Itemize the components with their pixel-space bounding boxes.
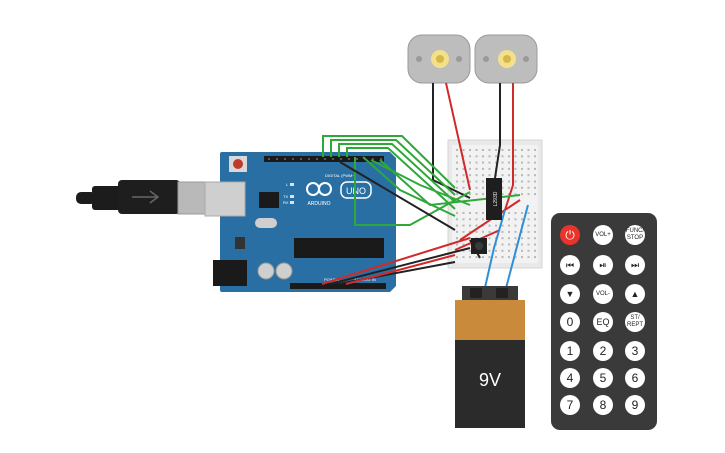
capacitor-2 xyxy=(275,262,293,280)
driver-chip-label: L293D xyxy=(493,191,499,206)
remote-six-button[interactable]: 6 xyxy=(625,368,645,388)
remote-up-button[interactable]: ▲ xyxy=(625,284,645,304)
remote-eight-button[interactable]: 8 xyxy=(593,395,613,415)
usb-chip xyxy=(259,192,279,208)
remote-nine-button[interactable]: 9 xyxy=(625,395,645,415)
power-analog-header[interactable] xyxy=(290,283,386,289)
battery-label: 9V xyxy=(479,370,501,390)
remote-next-button[interactable]: ⏭ xyxy=(625,255,645,275)
regulator xyxy=(235,237,245,249)
power-jack xyxy=(213,260,247,286)
remote-func-stop-button[interactable]: FUNC/STOP xyxy=(625,225,645,245)
remote-three-button[interactable]: 3 xyxy=(625,341,645,361)
power-label: POWER xyxy=(324,277,339,282)
wires[interactable] xyxy=(321,82,529,293)
digital-header-label: DIGITAL (PWM~) xyxy=(325,173,357,178)
ir-receiver[interactable] xyxy=(471,238,487,254)
usb-cable[interactable] xyxy=(76,180,225,215)
remote-one-button[interactable]: 1 xyxy=(560,341,580,361)
remote-two-button[interactable]: 2 xyxy=(593,341,613,361)
remote-four-button[interactable]: 4 xyxy=(560,368,580,388)
atmega-chip xyxy=(294,238,384,258)
remote-play-pause-button[interactable]: ⏯ xyxy=(593,255,613,275)
remote-zero-button[interactable]: 0 xyxy=(560,312,580,332)
board-brand: ARDUINO xyxy=(307,201,330,207)
led-label-tx: TX xyxy=(283,194,288,199)
reset-button-cap[interactable] xyxy=(233,159,243,169)
dc-motor-1[interactable] xyxy=(407,34,471,84)
l293d-driver-chip[interactable]: L293D xyxy=(486,178,502,220)
led-label-l: L xyxy=(286,182,289,187)
remote-vol-up-button[interactable]: VOL+ xyxy=(593,225,613,245)
crystal xyxy=(255,218,277,228)
remote-vol-down-button[interactable]: VOL- xyxy=(593,284,613,304)
remote-five-button[interactable]: 5 xyxy=(593,368,613,388)
battery-9v[interactable]: 9V xyxy=(455,286,525,428)
capacitor-1 xyxy=(257,262,275,280)
remote-st-rept-button[interactable]: ST/REPT xyxy=(625,312,645,332)
dc-motor-2[interactable] xyxy=(474,34,538,84)
remote-down-button[interactable]: ▼ xyxy=(560,284,580,304)
remote-seven-button[interactable]: 7 xyxy=(560,395,580,415)
remote-power-button[interactable]: ⏻ xyxy=(560,225,580,245)
remote-prev-button[interactable]: ⏮ xyxy=(560,255,580,275)
led-label-rx: RX xyxy=(283,200,289,205)
arduino-logo-icon xyxy=(306,182,332,196)
usb-port xyxy=(204,181,246,217)
remote-eq-button[interactable]: EQ xyxy=(593,312,613,332)
arduino-uno-board[interactable]: UNO ARDUINO DIGITAL (PWM~) POWER ANALOG … xyxy=(204,152,396,292)
